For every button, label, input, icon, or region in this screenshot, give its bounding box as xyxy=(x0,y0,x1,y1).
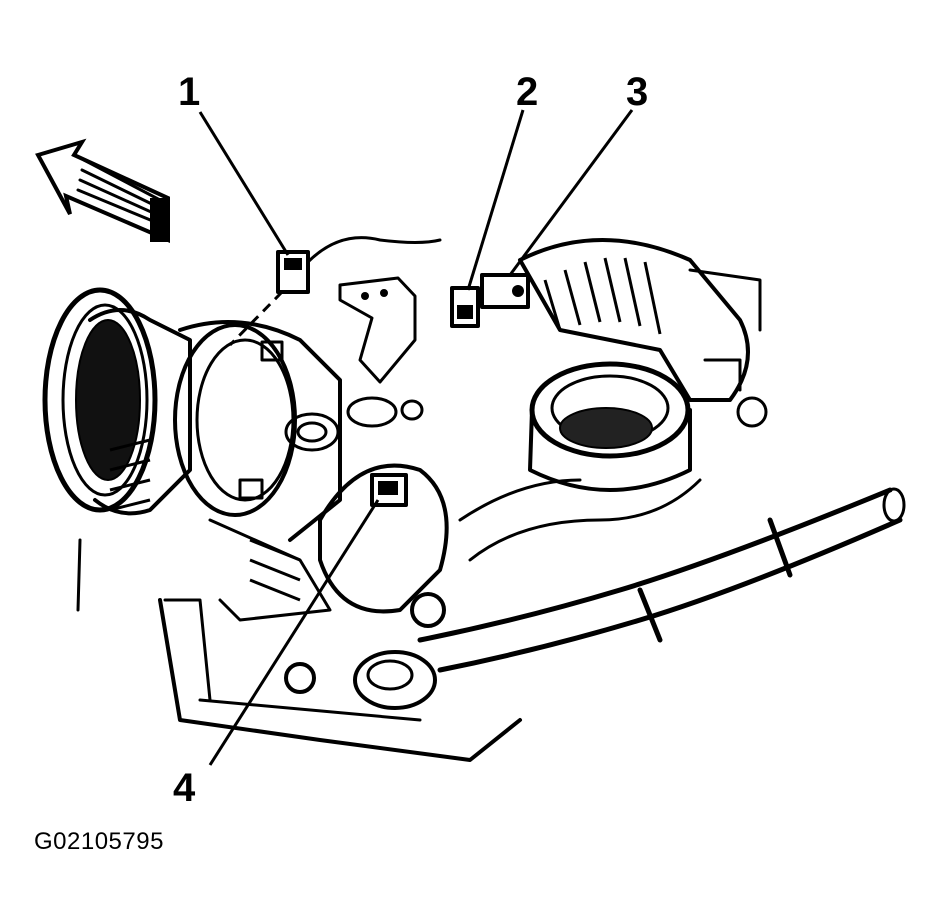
callout-label-1: 1 xyxy=(178,70,201,114)
connector-3 xyxy=(480,273,530,309)
leader-lines xyxy=(198,109,634,766)
pump-housing xyxy=(318,396,449,614)
callout-label-3: 3 xyxy=(626,70,649,114)
connector-4 xyxy=(370,473,408,507)
compressor-pulley xyxy=(42,287,192,612)
engine-block xyxy=(158,592,522,762)
leader-2 xyxy=(466,109,525,291)
throttle-body xyxy=(528,361,692,492)
compressor-body xyxy=(109,320,342,622)
wiring-harness xyxy=(417,478,906,673)
leader-1 xyxy=(198,111,290,256)
figure-id: G02105795 xyxy=(34,828,164,855)
callout-label-2: 2 xyxy=(516,70,539,114)
connector-1-guide xyxy=(228,290,284,347)
mount-bracket xyxy=(338,276,417,384)
connector-1 xyxy=(276,236,442,294)
connector-2 xyxy=(450,286,480,328)
front-arrow-icon xyxy=(35,138,170,244)
leader-3 xyxy=(508,109,634,276)
alternator xyxy=(518,238,768,428)
leader-4 xyxy=(208,499,380,766)
callout-label-4: 4 xyxy=(173,766,196,810)
